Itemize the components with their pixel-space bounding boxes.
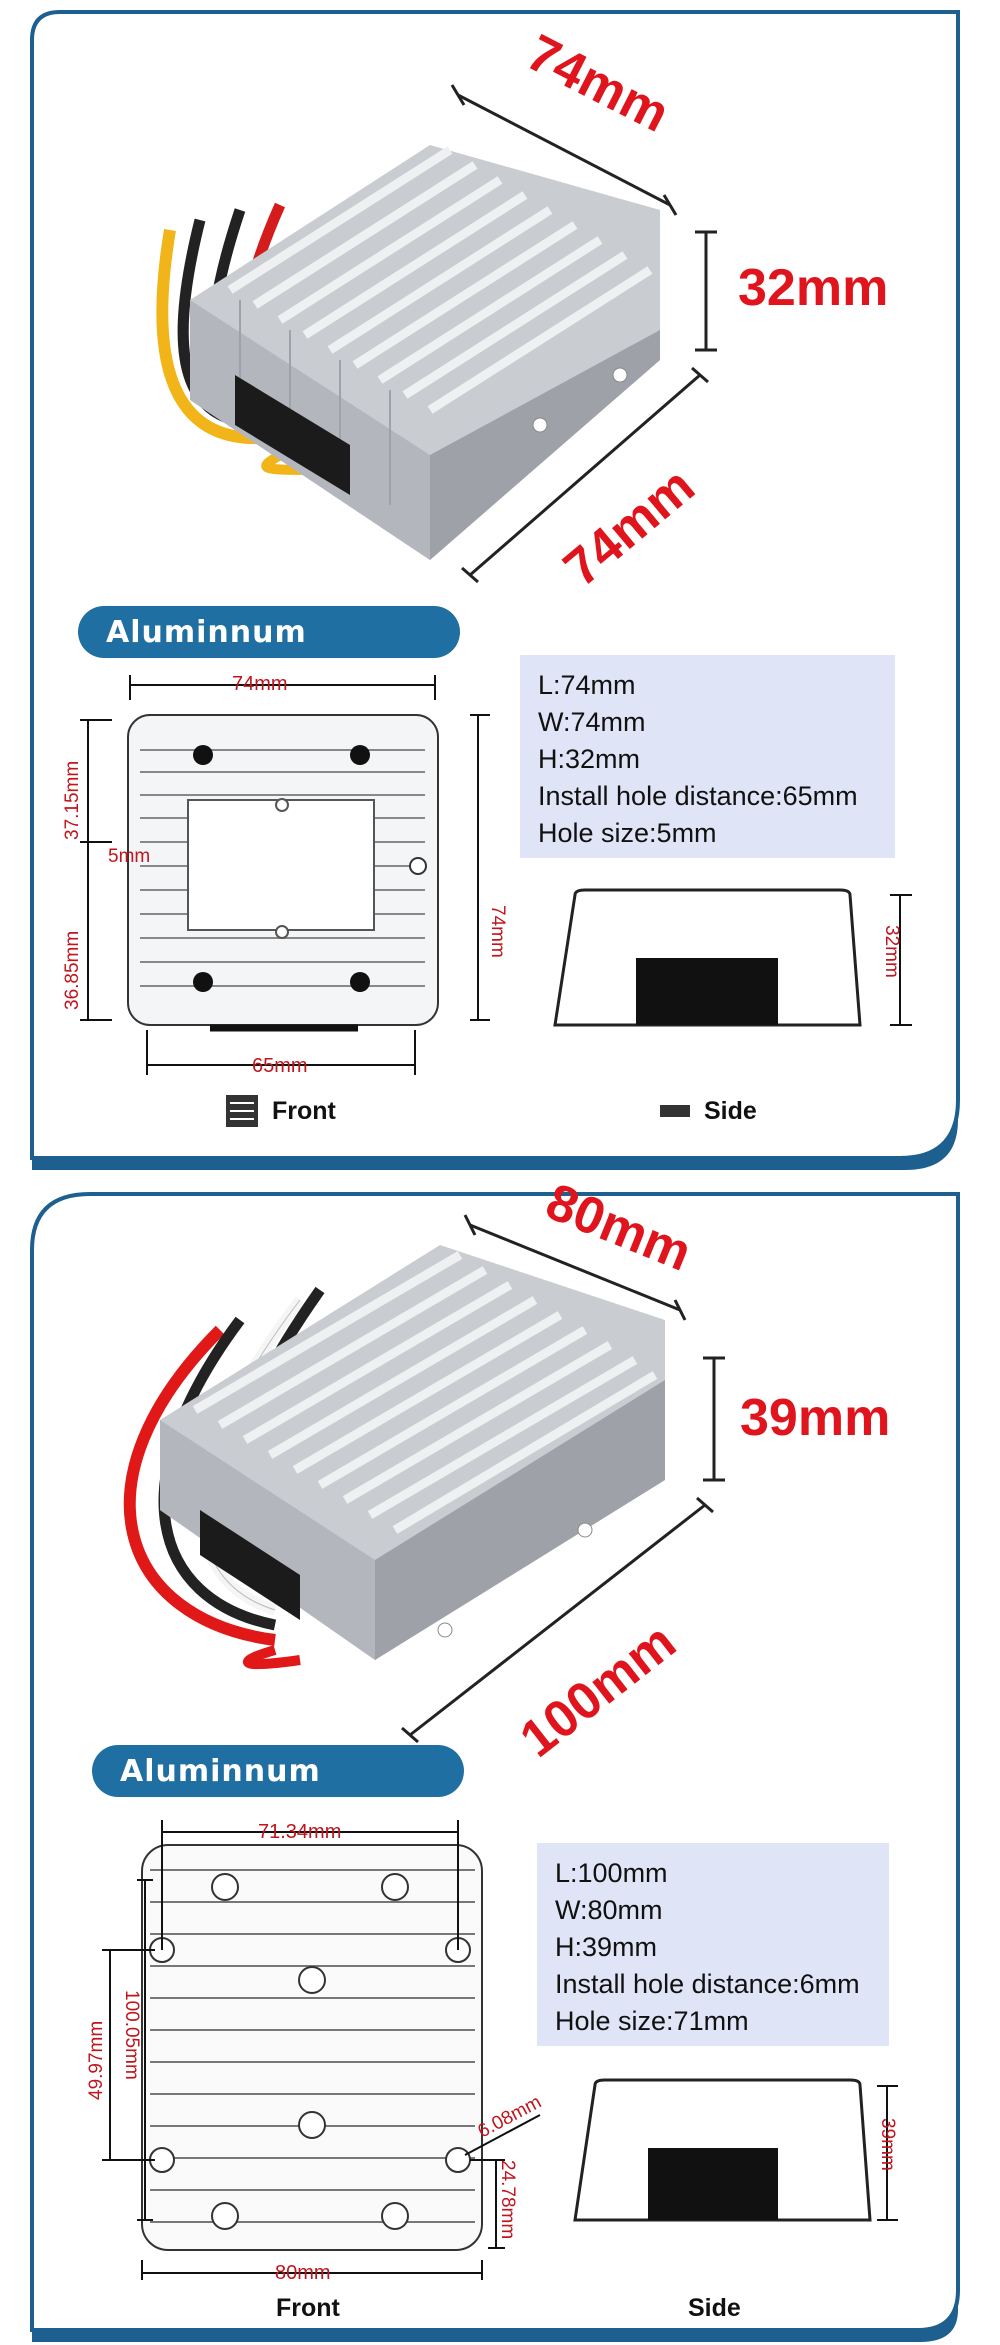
card2-banner-label: Aluminnum — [120, 1753, 321, 1789]
card2-spec-install-hole: Install hole distance:6mm — [555, 1969, 860, 1999]
card1-spec-width: W:74mm — [538, 707, 646, 737]
card1-banner-label: Aluminnum — [106, 614, 307, 650]
card1-draw-bottom: 65mm — [252, 1055, 308, 1077]
card2-side-label: Side — [688, 2294, 741, 2322]
card1-front-drawing — [127, 714, 439, 1032]
card2-draw-width: 71.34mm — [258, 1821, 341, 1843]
card1-draw-height-side: 74mm — [487, 905, 508, 958]
product-image-2 — [123, 1245, 665, 1670]
card2-front-label: Front — [276, 2294, 340, 2322]
product-image-1 — [156, 145, 660, 560]
card1-draw-width: 74mm — [232, 673, 288, 695]
card2-front-drawing — [141, 1844, 483, 2251]
card1-side-height: 32mm — [881, 925, 902, 978]
card2-draw-outer-height: 100.05mm — [121, 1990, 142, 2080]
card1-side-drawing: 32mm — [553, 888, 912, 1027]
card2-dim-height: 39mm — [740, 1389, 890, 1447]
card1-draw-hole: 5mm — [108, 846, 150, 867]
card1-draw-lower: 36.85mm — [62, 931, 83, 1010]
card1-specs: L:74mm W:74mm H:32mm Install hole distan… — [520, 655, 895, 858]
card2-spec-length: L:100mm — [555, 1858, 668, 1888]
card2-draw-inner-height: 49.97mm — [86, 2021, 107, 2100]
card1-spec-length: L:74mm — [538, 670, 636, 700]
card1-spec-install-hole: Install hole distance:65mm — [538, 781, 858, 811]
side-icon — [660, 1105, 690, 1117]
card2-spec-width: W:80mm — [555, 1895, 663, 1925]
card2-side-height: 39mm — [877, 2118, 898, 2171]
card1-side-label: Side — [704, 1097, 757, 1125]
card2-draw-bottom: 80mm — [275, 2262, 331, 2284]
card1-spec-hole-size: Hole size:5mm — [538, 818, 717, 848]
card2-specs: L:100mm W:80mm H:39mm Install hole dista… — [537, 1843, 889, 2046]
card1-dim-height: 32mm — [738, 259, 888, 317]
card1-frame: 74mm 32mm 74mm — [30, 10, 960, 1170]
card2-frame: 80mm 39mm 100mm — [30, 1180, 960, 2342]
card1-banner: Aluminnum — [78, 606, 460, 658]
card2-draw-corner: 24.78mm — [497, 2160, 518, 2239]
card2-banner: Aluminnum — [92, 1745, 464, 1797]
card2-spec-hole-size: Hole size:71mm — [555, 2006, 749, 2036]
card2-side-drawing: 39mm — [573, 2078, 898, 2222]
card1-spec-height: H:32mm — [538, 744, 641, 774]
card2-spec-height: H:39mm — [555, 1932, 658, 1962]
card1-front-label: Front — [272, 1097, 336, 1125]
card1-draw-upper: 37.15mm — [62, 761, 83, 840]
